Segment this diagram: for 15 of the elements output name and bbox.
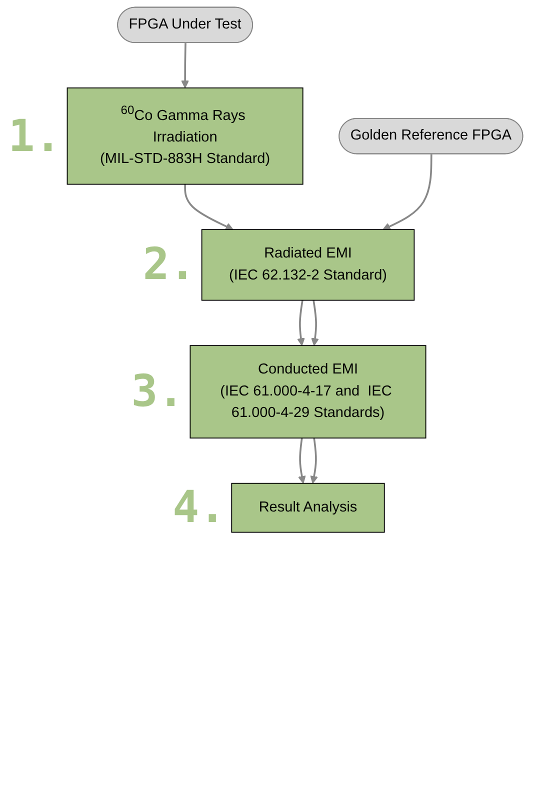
step-number: 3.	[131, 366, 184, 418]
arrow	[181, 43, 190, 88]
arrow	[184, 184, 234, 230]
arrow	[310, 438, 318, 484]
node-box: Conducted EMI (IEC 61.000-4-17 and IEC 61.000-4-29 Standards)	[190, 345, 426, 438]
step-number: 4.	[172, 482, 226, 534]
arrow	[382, 154, 432, 230]
node-box: $^{60}$Co Gamma Rays Irradiation (MIL-STD-883H Standard)	[66, 87, 304, 185]
arrow	[311, 300, 319, 346]
node-box: Result Analysis	[231, 482, 385, 533]
node-box: Radiated EMI (IEC 62.132-2 Standard)	[201, 229, 415, 301]
step-number: 2.	[142, 239, 196, 290]
arrow	[298, 438, 306, 484]
step-number: 1.	[8, 110, 62, 162]
arrow	[297, 300, 305, 346]
